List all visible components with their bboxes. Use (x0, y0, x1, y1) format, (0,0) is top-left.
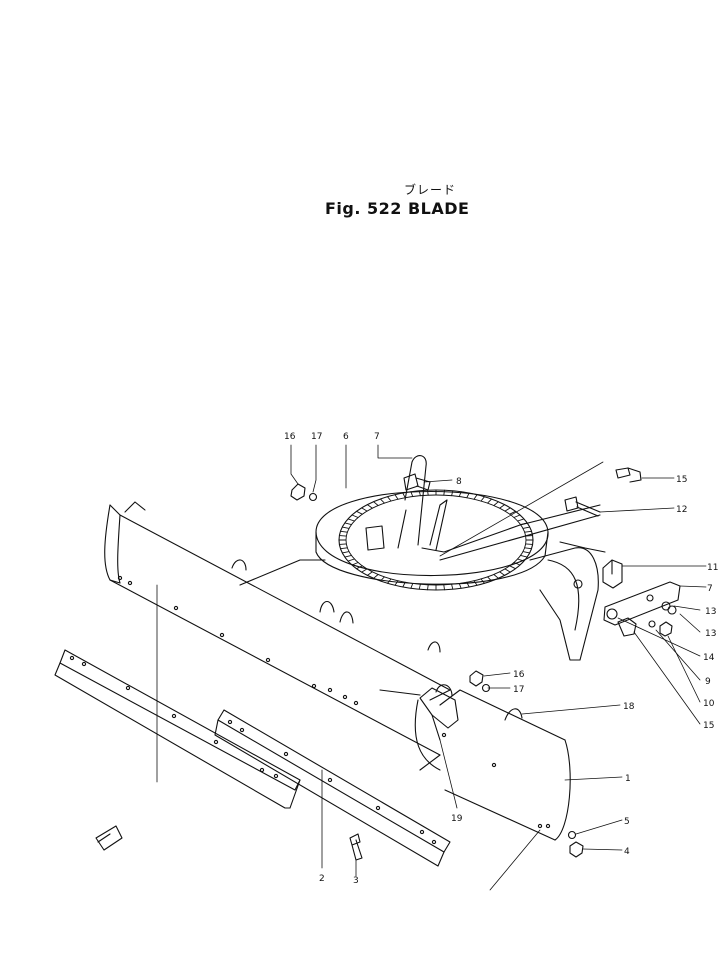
callout-11: 11 (707, 563, 718, 573)
callout-9: 9 (705, 677, 711, 687)
bolt-hole (327, 687, 333, 693)
bolt-hole (173, 605, 179, 611)
callout-19: 19 (451, 814, 463, 824)
bolt-hole (353, 700, 359, 706)
figure-title: Fig. 522 BLADE (325, 199, 470, 218)
bolt-hole (545, 823, 551, 829)
callout-5: 5 (624, 817, 630, 827)
bolt-hole (265, 657, 271, 663)
bolt-hole (283, 751, 289, 757)
bolt-hole (441, 732, 447, 738)
bolt-hole (227, 719, 233, 725)
bolt-hole (419, 829, 425, 835)
figure-title-japanese: ブレード (404, 183, 457, 197)
bolt-hole (219, 632, 225, 638)
bolt-hole (342, 694, 348, 700)
callout-13: 13 (705, 607, 716, 617)
cutting-edge-part (54, 649, 451, 867)
callout-16: 16 (513, 670, 525, 680)
callout-15: 15 (703, 721, 714, 731)
bolt-hole (431, 839, 437, 845)
callout-6: 6 (343, 432, 349, 442)
bolt-hole (375, 805, 381, 811)
callout-16: 16 (284, 432, 296, 442)
callout-1: 1 (625, 774, 631, 784)
callout-10: 10 (703, 699, 715, 709)
bolt-hole (213, 739, 219, 745)
bolt-hole (311, 683, 317, 689)
callout-14: 14 (703, 653, 715, 663)
bolt-hole (127, 580, 133, 586)
bolt-hole (69, 655, 75, 661)
gear-inner-edge (345, 494, 527, 586)
bolt-hole (537, 823, 543, 829)
callout-4: 4 (624, 847, 630, 857)
leader-lines (156, 444, 707, 891)
bolt-hole (491, 762, 497, 768)
callout-7: 7 (374, 432, 380, 442)
callout-labels: 16 17 6 7 15 12 11 7 13 13 14 9 10 15 8 … (284, 432, 718, 886)
callout-18: 18 (623, 702, 635, 712)
callout-8: 8 (456, 477, 462, 487)
bolt-hole (327, 777, 333, 783)
callout-17: 17 (513, 685, 524, 695)
bolt-hole (239, 727, 245, 733)
bolt-hole (273, 773, 279, 779)
callout-17: 17 (311, 432, 322, 442)
callout-3: 3 (353, 876, 359, 886)
small-parts (95, 467, 681, 861)
callout-13: 13 (705, 629, 716, 639)
blade-part (104, 501, 571, 841)
gear-teeth (338, 489, 534, 591)
bolt-hole (125, 685, 131, 691)
callout-2: 2 (319, 874, 325, 884)
callout-12: 12 (676, 505, 687, 515)
callout-15: 15 (676, 475, 687, 485)
bolt-hole (171, 713, 177, 719)
bolt-hole (81, 661, 87, 667)
callout-7: 7 (707, 584, 713, 594)
bolt-hole (259, 767, 265, 773)
circle-ring-part (315, 455, 606, 661)
bolt-hole (117, 575, 123, 581)
